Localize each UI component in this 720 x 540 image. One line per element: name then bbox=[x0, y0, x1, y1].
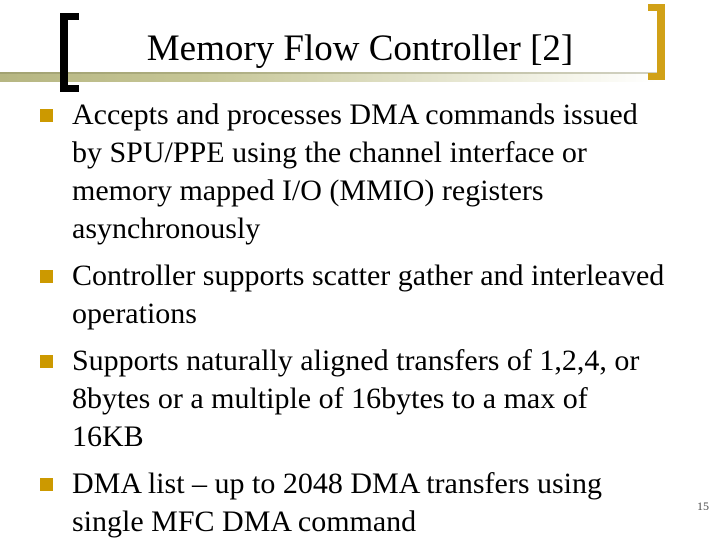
page-number: 15 bbox=[697, 499, 709, 513]
title-underline-decoration bbox=[0, 72, 657, 82]
bullet-line: memory mapped I/O (MMIO) registers bbox=[72, 174, 544, 207]
bullet-line: Controller supports scatter gather and i… bbox=[72, 259, 665, 292]
bullet-square-icon bbox=[40, 109, 53, 122]
bullet-square-icon bbox=[40, 270, 53, 283]
bullet-line: single MFC DMA command bbox=[72, 505, 417, 538]
bullet-square-icon bbox=[40, 478, 53, 491]
left-bracket-icon bbox=[60, 13, 79, 92]
bullet-line: 8bytes or a multiple of 16bytes to a max… bbox=[72, 382, 588, 415]
bullet-item: DMA list – up to 2048 DMA transfers usin… bbox=[40, 465, 716, 540]
right-bracket-icon bbox=[648, 4, 665, 80]
bullet-list: Accepts and processes DMA commands issue… bbox=[40, 96, 716, 540]
bullet-line: 16KB bbox=[72, 420, 144, 453]
bullet-item: Supports naturally aligned transfers of … bbox=[40, 342, 716, 456]
bullet-square-icon bbox=[40, 355, 53, 368]
bullet-line: Supports naturally aligned transfers of … bbox=[72, 344, 640, 377]
bullet-line: Accepts and processes DMA commands issue… bbox=[72, 98, 638, 131]
bullet-line: DMA list – up to 2048 DMA transfers usin… bbox=[72, 467, 603, 500]
bullet-item: Controller supports scatter gather and i… bbox=[40, 257, 716, 333]
bullet-item: Accepts and processes DMA commands issue… bbox=[40, 96, 716, 248]
bullet-line: operations bbox=[72, 297, 197, 330]
bullet-line: by SPU/PPE using the channel interface o… bbox=[72, 136, 587, 169]
bullet-line: asynchronously bbox=[72, 212, 261, 245]
slide-title: Memory Flow Controller [2] bbox=[146, 28, 574, 69]
